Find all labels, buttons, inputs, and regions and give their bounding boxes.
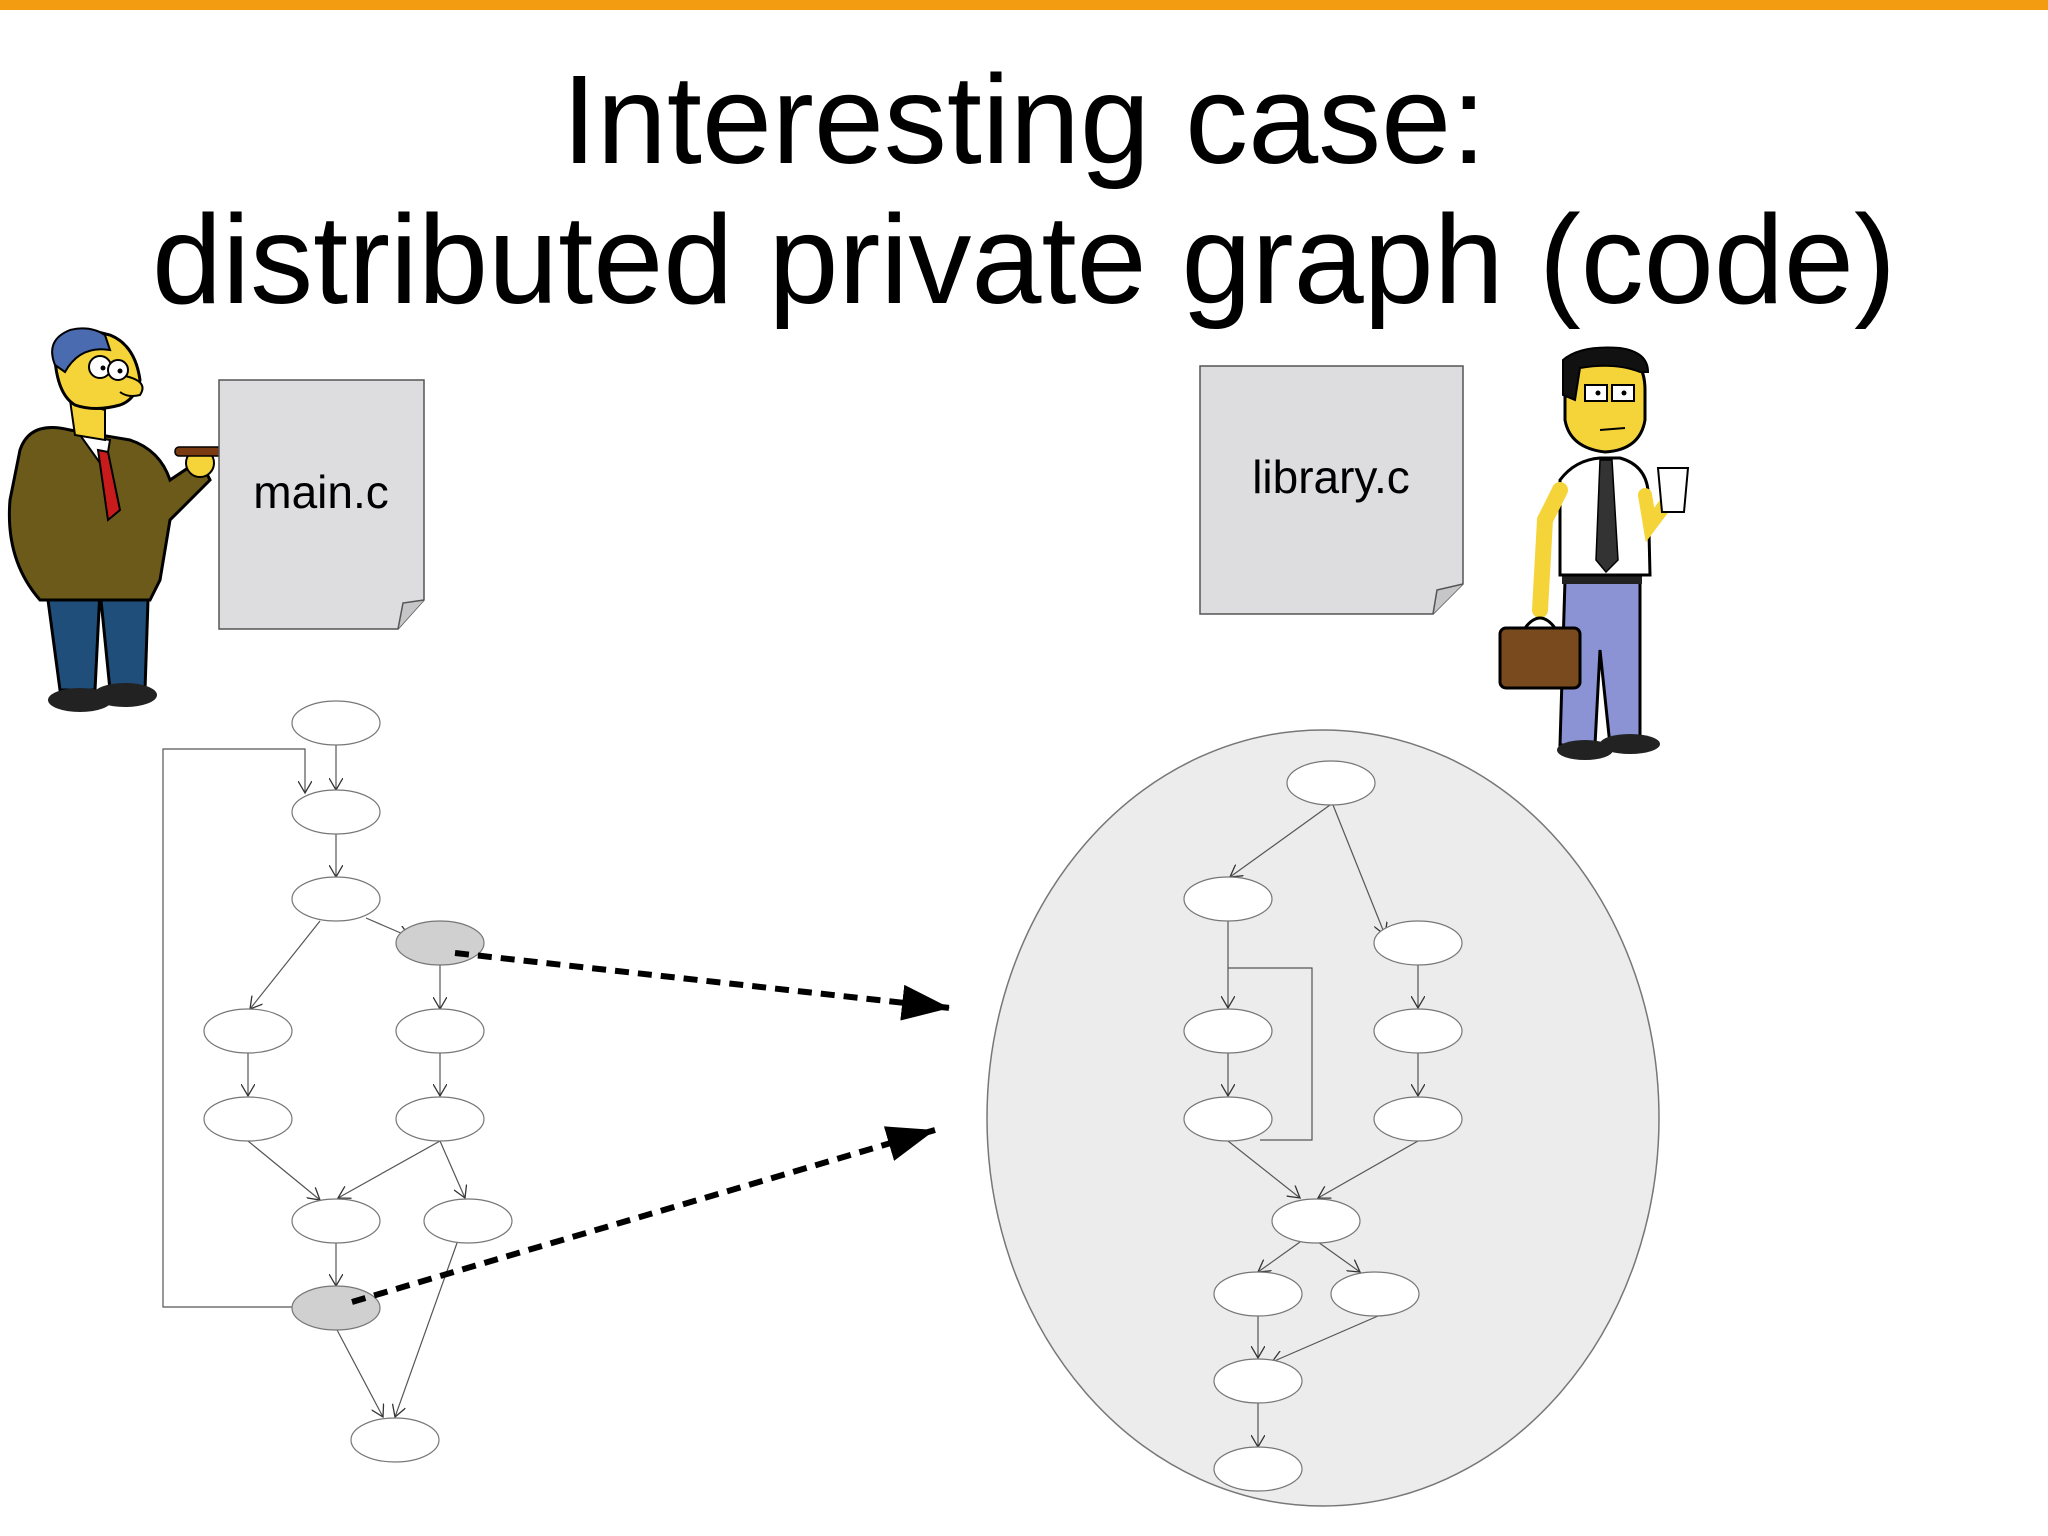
library-graph [1227,804,1419,1447]
graph-edge [439,1140,465,1198]
graph-node [1183,1096,1273,1142]
graph-node [1373,920,1463,966]
graph-node [395,1096,485,1142]
graph-node [291,700,381,746]
graph-node [1271,1198,1361,1244]
library-graph-nodes [1183,760,1463,1492]
graph-node [291,789,381,835]
graph-edge [335,1327,383,1417]
graph-node [1213,1271,1303,1317]
graph-node [291,1198,381,1244]
slide-title: Interesting case: distributed private gr… [0,50,2048,330]
graph-node [350,1417,440,1463]
graph-edge [1318,1140,1419,1198]
graph-node [1213,1446,1303,1492]
graph-edge [1332,804,1385,935]
library-c-document-icon [1199,365,1464,615]
title-line-2: distributed private graph (code) [152,189,1896,330]
graph-node [1183,876,1273,922]
graph-edge [1258,1241,1301,1272]
graph-node [395,1008,485,1054]
graph-node [203,1008,293,1054]
call-arrow-to-library [351,1126,936,1305]
graph-node [423,1198,513,1244]
top-accent-bar [0,0,2048,10]
graph-edge [1227,1140,1300,1198]
library-c-label: library.c [1252,451,1410,503]
graph-edge [395,1242,458,1417]
graph-node [1373,1096,1463,1142]
graph-edge [1230,804,1331,877]
office-worker-character-icon [1498,346,1690,760]
call-arrow-to-library [454,950,951,1021]
graph-edge [338,1140,441,1198]
graph-back-edge [162,748,305,1308]
main-graph-nodes [203,700,513,1463]
main-graph [162,745,465,1417]
graph-edge [1317,1241,1360,1272]
main-c-label: main.c [253,466,388,518]
businessman-character-icon [7,327,230,712]
graph-node [1373,1008,1463,1054]
graph-edge [1272,1315,1379,1362]
graph-edge [250,920,321,1009]
graph-node [203,1096,293,1142]
library-graph-boundary [986,729,1660,1507]
graph-node [1286,760,1376,806]
graph-back-edge [1228,967,1313,1141]
call-node-highlighted [291,1285,381,1331]
graph-node [291,876,381,922]
graph-node [1213,1358,1303,1404]
title-line-1: Interesting case: [561,49,1487,190]
call-node-highlighted [395,920,485,966]
main-c-document-icon [218,379,425,630]
graph-edge [247,1140,320,1200]
graph-node [1183,1008,1273,1054]
graph-node [1330,1271,1420,1317]
